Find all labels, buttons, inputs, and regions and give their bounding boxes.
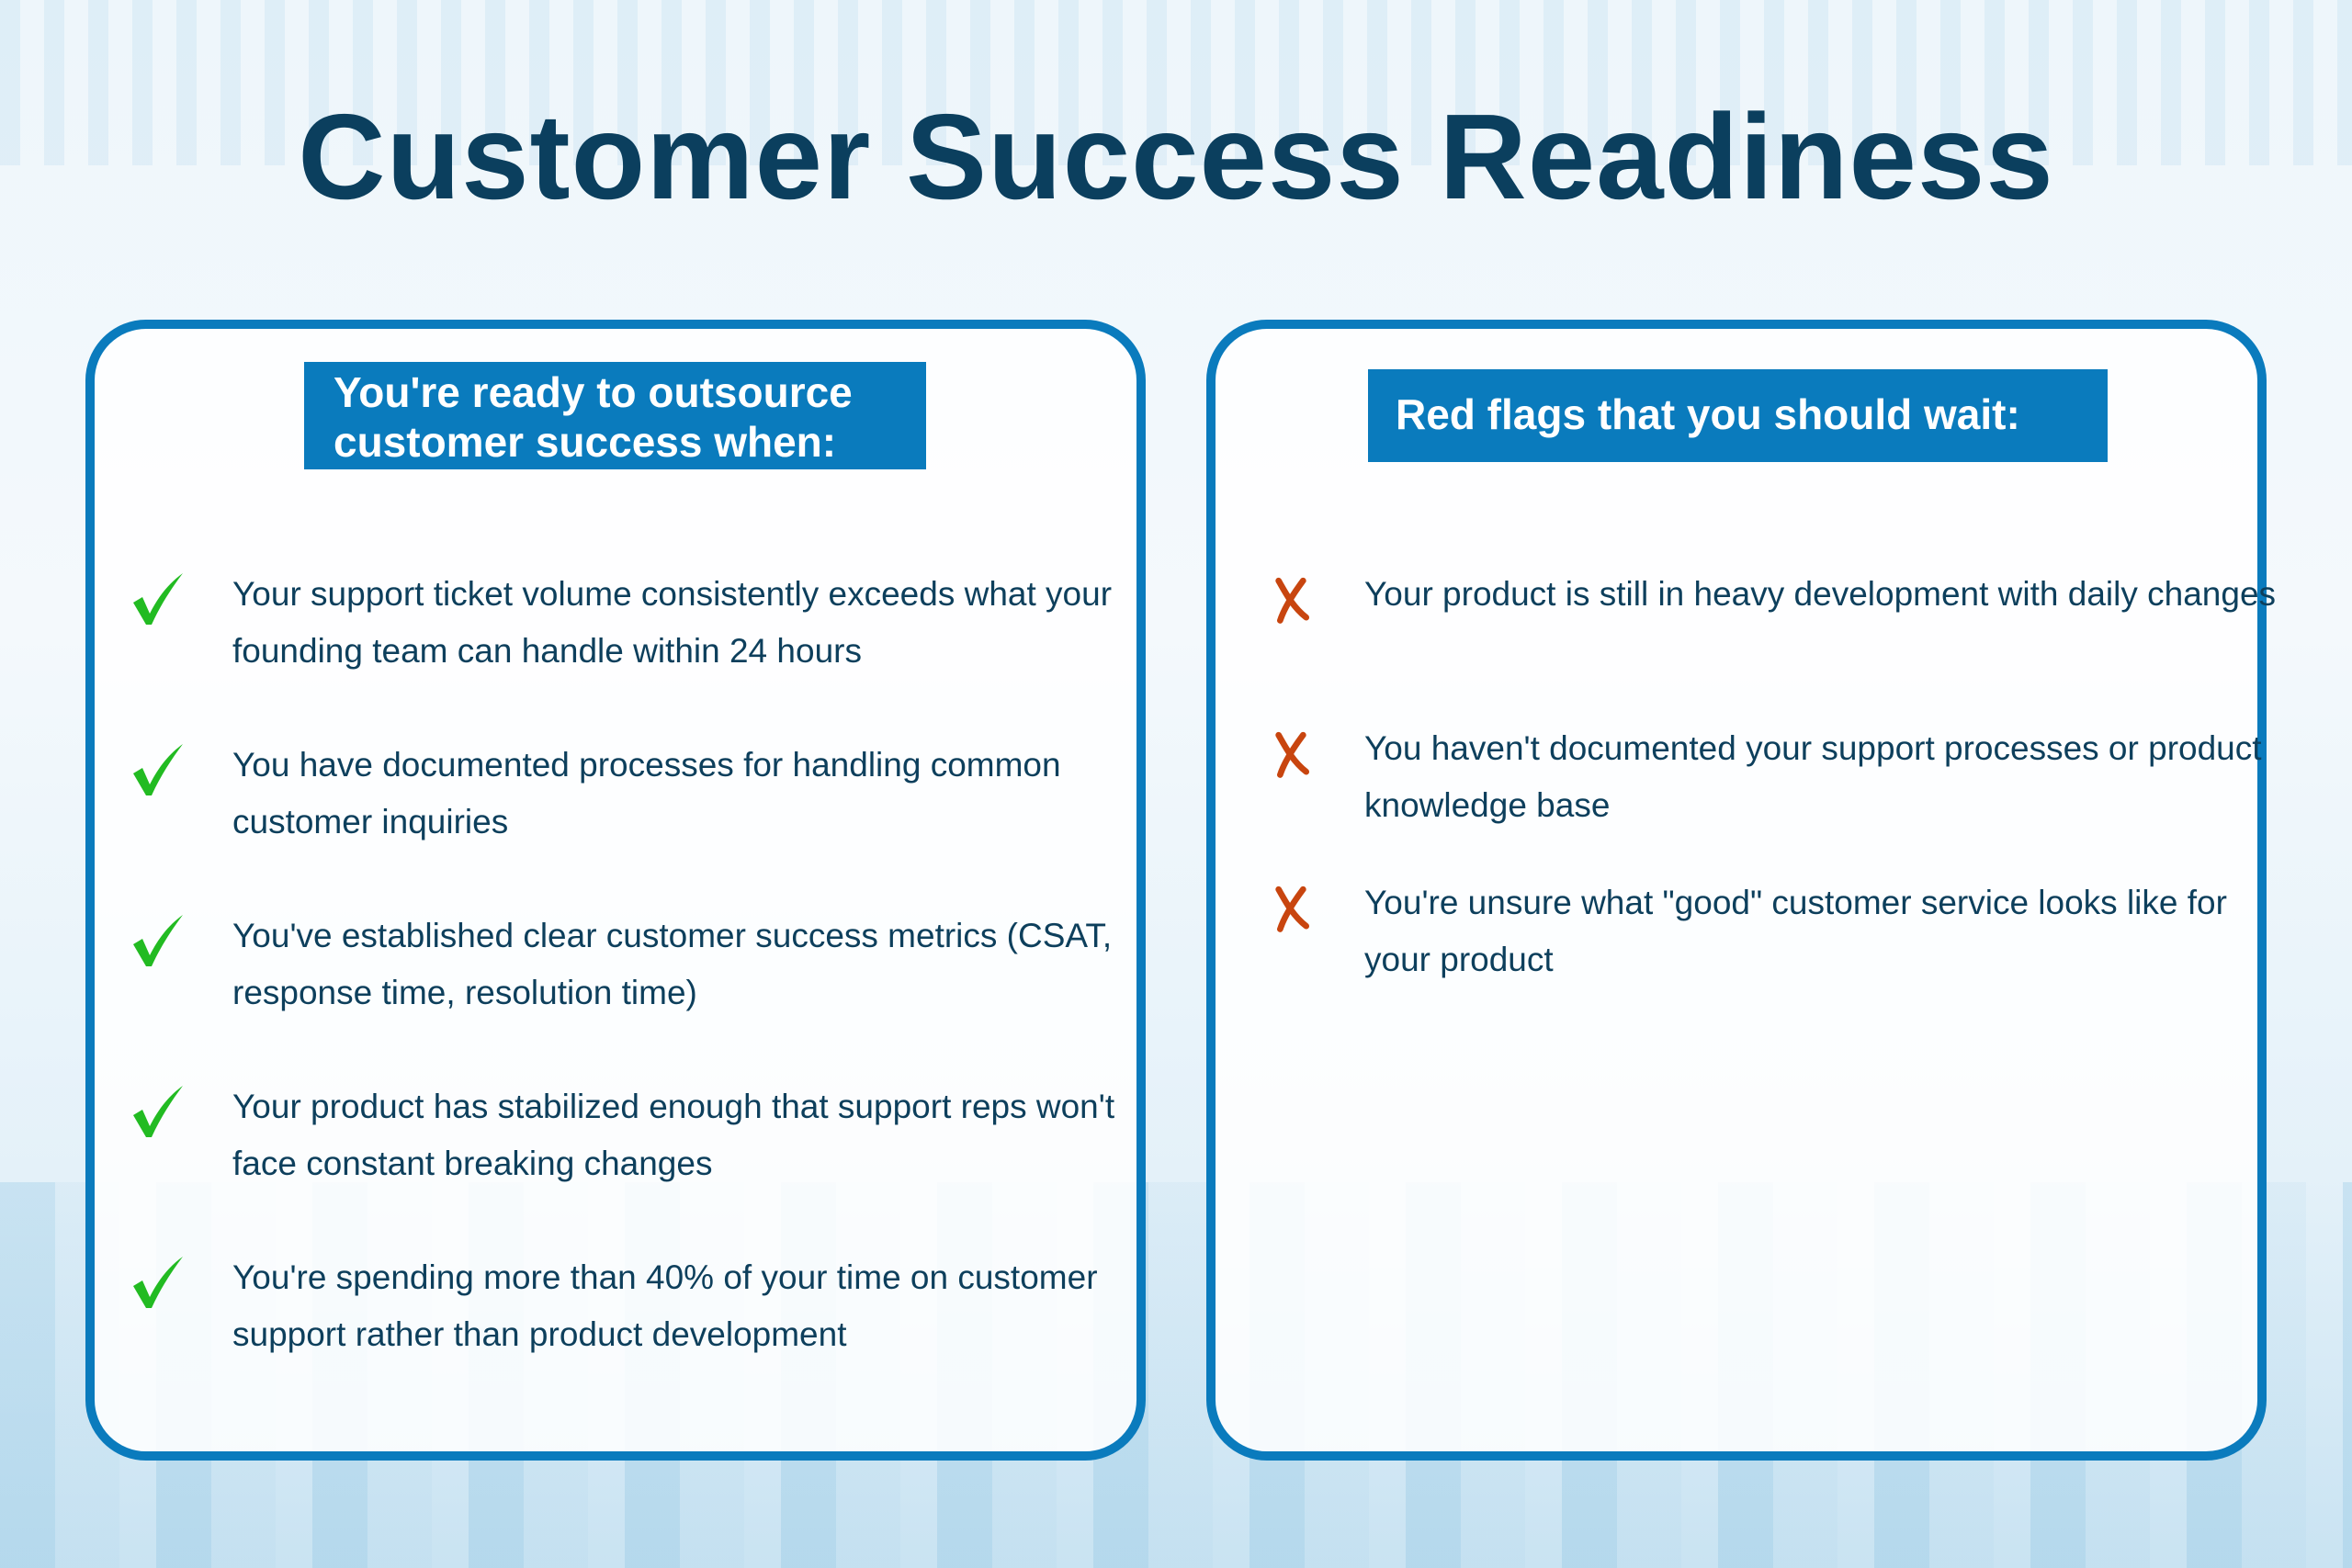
check-icon — [130, 1084, 185, 1141]
list-item-text: You're spending more than 40% of your ti… — [232, 1258, 1098, 1353]
list-item: Your support ticket volume consistently … — [130, 566, 1133, 680]
x-icon — [1272, 571, 1328, 628]
check-icon — [130, 913, 185, 970]
check-icon — [130, 1255, 185, 1312]
list-item-text: You haven't documented your support proc… — [1364, 729, 2262, 824]
check-icon — [130, 742, 185, 799]
background-chart-bars — [0, 0, 2352, 165]
list-item: Your product has stabilized enough that … — [130, 1078, 1133, 1192]
list-item: You're unsure what "good" customer servi… — [1272, 874, 2283, 988]
x-icon — [1272, 880, 1328, 937]
red-flags-panel: Red flags that you should wait: Your pro… — [1206, 320, 2276, 1461]
list-item-text: Your support ticket volume consistently … — [232, 575, 1113, 670]
ready-heading-line1: You're ready to outsource — [334, 368, 853, 416]
ready-heading: You're ready to outsource customer succe… — [304, 362, 926, 469]
list-item: Your product is still in heavy developme… — [1272, 566, 2283, 628]
page-title: Customer Success Readiness — [298, 89, 2054, 224]
red-flags-heading: Red flags that you should wait: — [1368, 369, 2108, 462]
list-item: You haven't documented your support proc… — [1272, 720, 2283, 834]
list-item-text: You have documented processes for handli… — [232, 746, 1061, 840]
check-icon — [130, 571, 185, 628]
list-item-text: You've established clear customer succes… — [232, 917, 1113, 1011]
x-icon — [1272, 726, 1328, 783]
list-item-text: You're unsure what "good" customer servi… — [1364, 884, 2227, 978]
list-item-text: Your product has stabilized enough that … — [232, 1088, 1115, 1182]
ready-heading-line2: customer success when: — [334, 418, 837, 466]
list-item: You've established clear customer succes… — [130, 908, 1133, 1021]
list-item: You have documented processes for handli… — [130, 737, 1133, 851]
list-item-text: Your product is still in heavy developme… — [1364, 575, 2277, 613]
list-item: You're spending more than 40% of your ti… — [130, 1249, 1133, 1363]
ready-panel: You're ready to outsource customer succe… — [85, 320, 1146, 1461]
